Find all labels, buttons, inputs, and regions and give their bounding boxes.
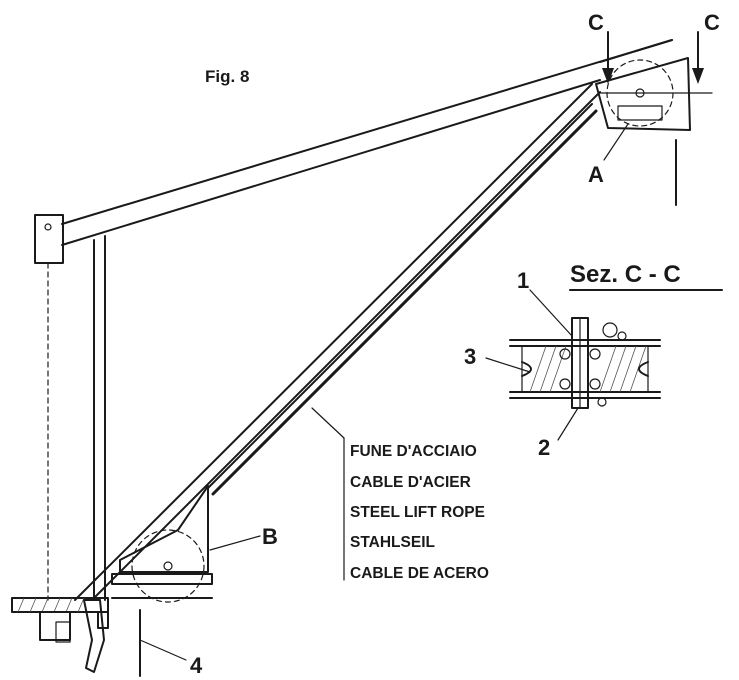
label-a: A [588, 162, 604, 187]
section-marker-right: C [704, 10, 720, 35]
top-mount-block [34, 214, 64, 601]
rope-caption: FUNE D'ACCIAIO CABLE D'ACIER STEEL LIFT … [350, 443, 489, 582]
section-arrow-right [692, 31, 704, 84]
vertical-post [93, 235, 106, 601]
top-pulley-assembly [595, 57, 713, 206]
rope-caption-es: CABLE DE ACERO [350, 565, 489, 582]
rope-caption-fr: CABLE D'ACIER [350, 474, 471, 491]
steel-rope-line [211, 109, 598, 496]
label-1: 1 [517, 268, 529, 293]
section-arrow-left [602, 31, 614, 84]
rope-caption-it: FUNE D'ACCIAIO [350, 443, 477, 460]
section-title: Sez. C - C [570, 261, 681, 288]
leader-a [603, 123, 629, 161]
rope-caption-de: STAHLSEIL [350, 534, 435, 551]
label-4: 4 [190, 653, 203, 678]
leader-2 [557, 407, 579, 441]
label-b: B [262, 524, 278, 549]
leader-b [209, 535, 261, 551]
diagonal-strut [74, 83, 601, 601]
label-2: 2 [538, 435, 550, 460]
section-detail [509, 317, 661, 409]
figure-label: Fig. 8 [205, 67, 249, 86]
upper-boom [61, 39, 673, 246]
bottom-pulley-assembly [111, 485, 213, 677]
leader-4 [139, 639, 187, 661]
base-clamp [11, 597, 109, 673]
rope-caption-leader [311, 407, 345, 439]
label-3: 3 [464, 344, 476, 369]
leader-3 [485, 357, 531, 373]
leader-1 [529, 289, 573, 337]
rope-caption-en: STEEL LIFT ROPE [350, 504, 485, 521]
section-marker-left: C [588, 10, 604, 35]
